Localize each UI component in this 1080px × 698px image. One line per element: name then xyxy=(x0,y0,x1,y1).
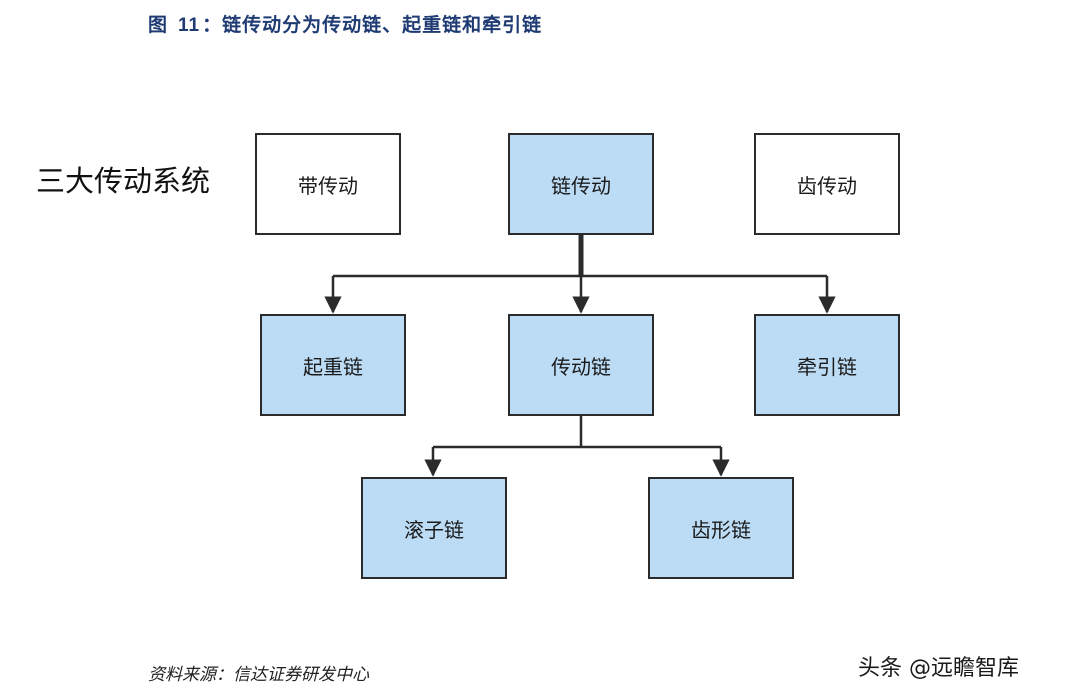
node-lifting-chain: 起重链 xyxy=(260,314,406,416)
figure-number: 11 xyxy=(178,15,201,36)
node-traction-chain: 牵引链 xyxy=(754,314,900,416)
system-heading: 三大传动系统 xyxy=(36,164,211,198)
figure-separator: ： xyxy=(202,14,223,36)
figure-label: 图 xyxy=(148,14,169,36)
node-chain-drive: 链传动 xyxy=(508,133,654,235)
figure-title: 图 11：链传动分为传动链、起重链和牵引链 xyxy=(148,10,542,37)
watermark: 头条 @远瞻智库 xyxy=(858,656,1019,681)
node-gear-drive: 齿传动 xyxy=(754,133,900,235)
node-tooth-chain: 齿形链 xyxy=(648,477,794,579)
node-transmission-chain: 传动链 xyxy=(508,314,654,416)
node-belt-drive: 带传动 xyxy=(255,133,401,235)
figure-caption: 链传动分为传动链、起重链和牵引链 xyxy=(222,14,543,36)
source-note: 资料来源：信达证券研发中心 xyxy=(148,665,369,685)
node-roller-chain: 滚子链 xyxy=(361,477,507,579)
